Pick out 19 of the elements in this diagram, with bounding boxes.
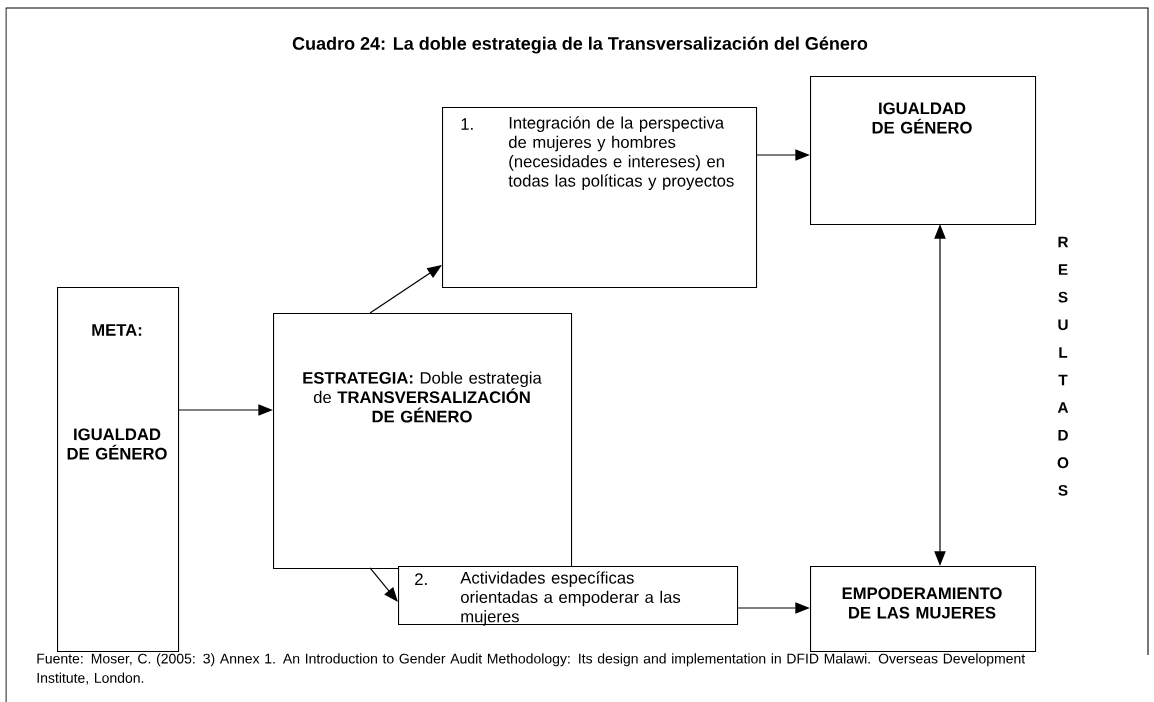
text-box: IGUALDAD DE GÉNERO <box>810 76 1037 226</box>
vertical-label-letter: D <box>1058 429 1068 441</box>
source-note: Fuente: Moser, C. (2005: 3) Annex 1. An Introduction to Gender Audit Methodology: Its design and implementation in DFID Malawi. Overseas Development Institute, London. <box>37 653 1026 685</box>
text-box: EMPODERAMIENTO DE LAS MUJERES <box>810 566 1037 653</box>
vertical-label-letter: R <box>1058 236 1069 248</box>
vertical-label-letter: U <box>1058 319 1068 331</box>
text-box: 1. Integración de la perspectiva de mujeres y hombres (necesidades e intereses) en todas las políticas y proyectos <box>442 107 758 289</box>
vertical-label-letter: E <box>1058 264 1068 275</box>
vertical-label-letter: S <box>1058 484 1068 496</box>
arrow <box>369 567 398 602</box>
text-box: META: IGUALDAD DE GÉNERO <box>57 287 180 653</box>
vertical-label-letter: T <box>1058 374 1068 386</box>
vertical-label-letter: L <box>1059 347 1068 358</box>
vertical-label-letter: A <box>1057 402 1069 413</box>
text-box: 2. Actividades específicas orientadas a empoderar a las mujeres <box>398 566 739 626</box>
vertical-label-letter: O <box>1057 457 1069 469</box>
vertical-label-letter: S <box>1058 291 1068 303</box>
title: Cuadro 24: La doble estrategia de la Transversalización del Género <box>292 36 868 54</box>
arrow <box>369 265 442 314</box>
